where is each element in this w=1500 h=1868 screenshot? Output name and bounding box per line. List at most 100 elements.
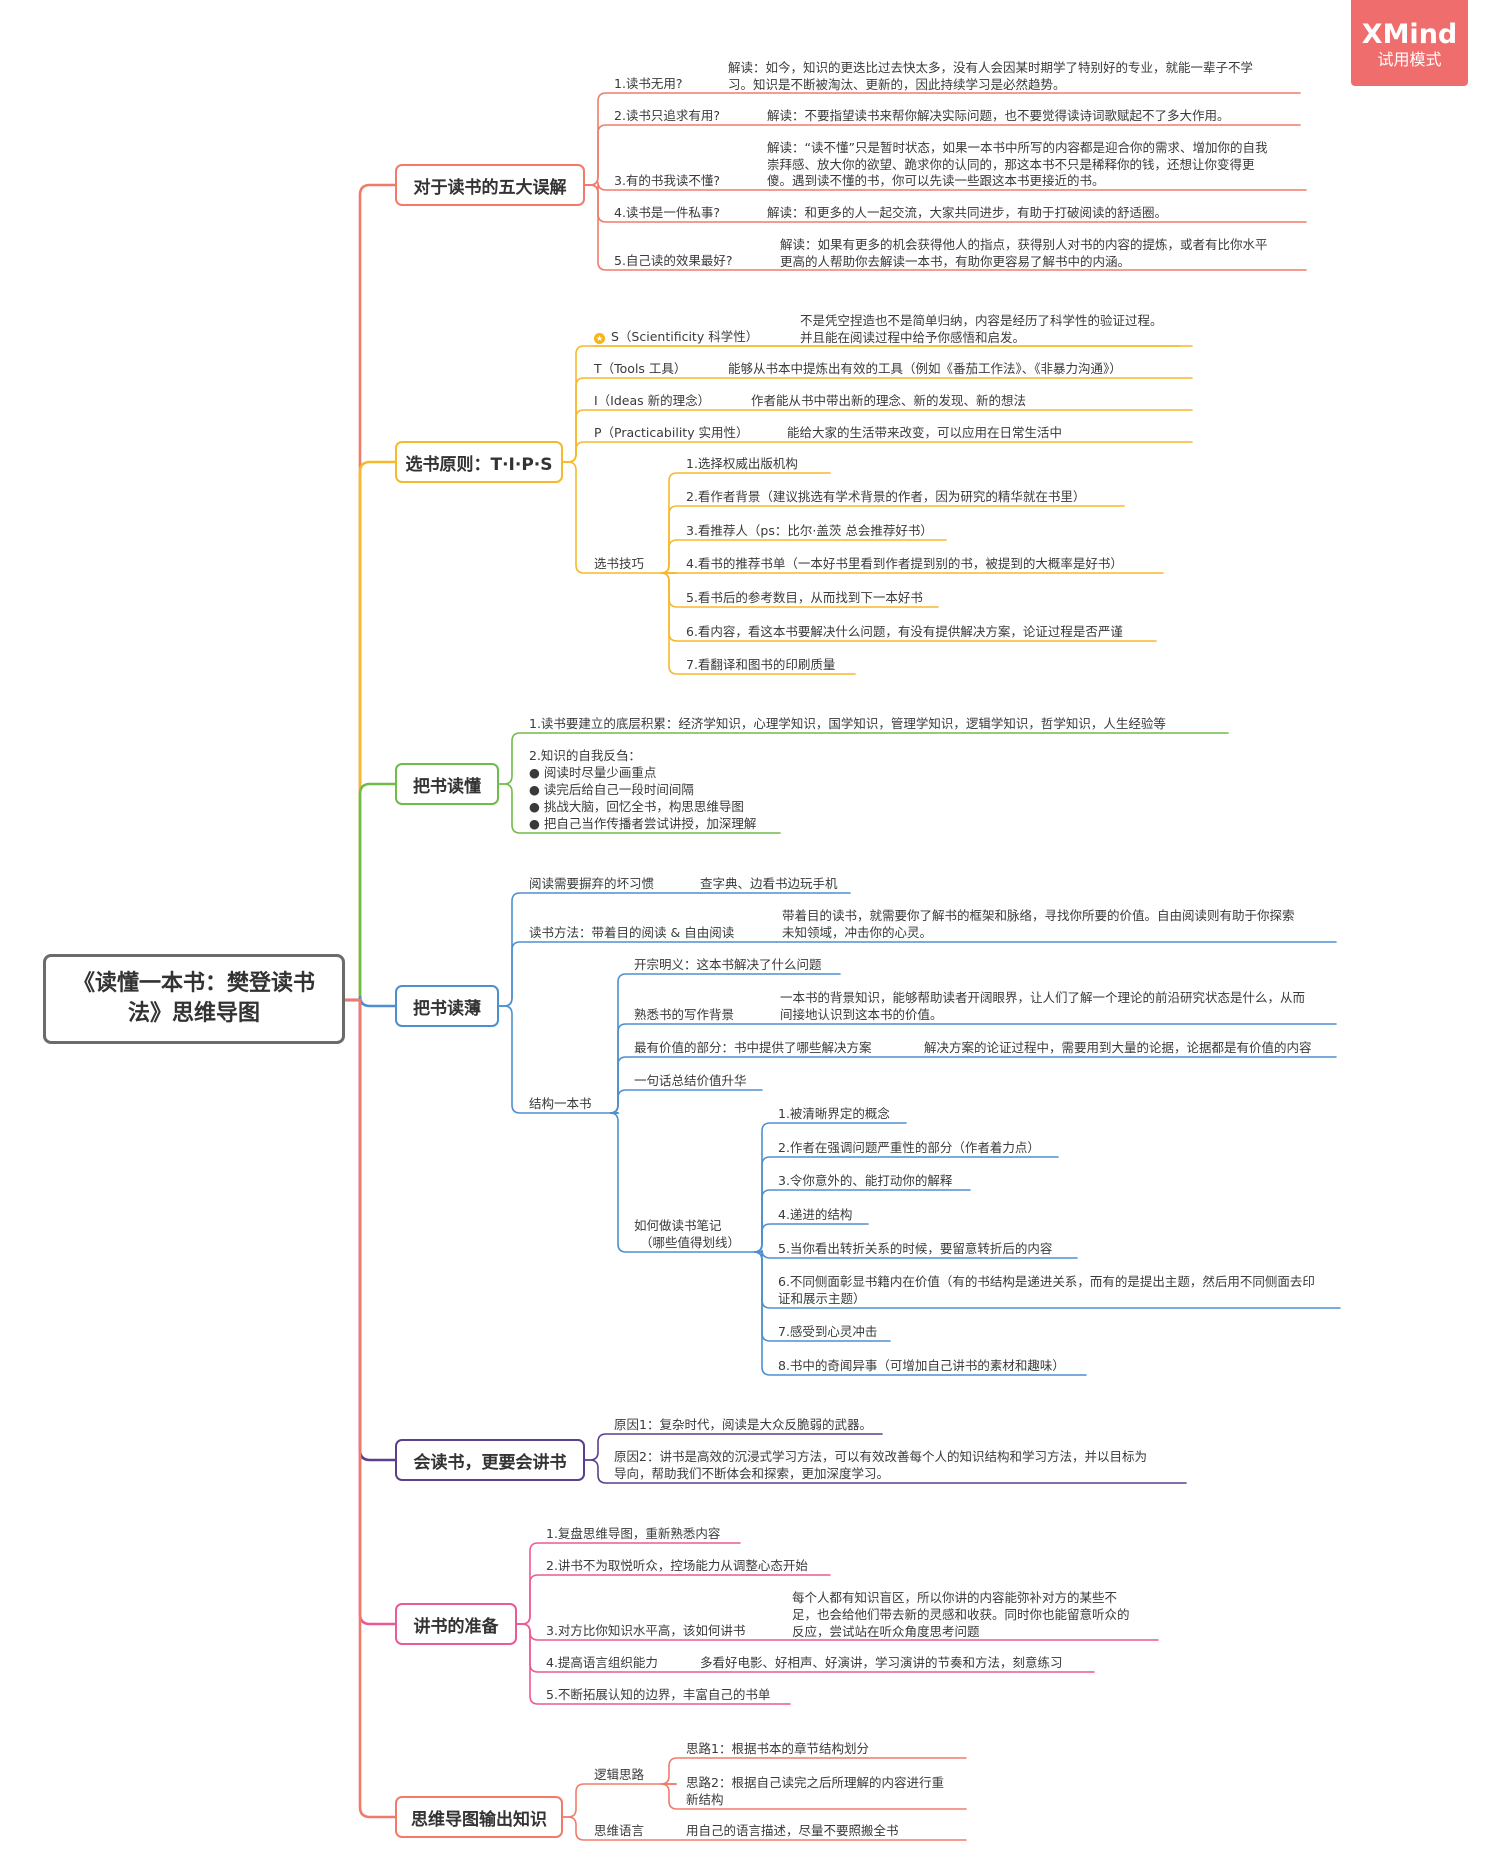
connector-51 bbox=[562, 1816, 967, 1841]
logic-idea-2-line1[interactable]: 思路2：根据自己读完之后所理解的内容进行重 bbox=[686, 1775, 944, 1790]
prep-3[interactable]: 3.对方比你知识水平高，该如何讲书 bbox=[546, 1623, 746, 1638]
reason-2-line1[interactable]: 原因2：讲书是高效的沉浸式学习方法，可以有效改善每个人的知识结构和学习方法，并以… bbox=[614, 1449, 1147, 1464]
tips-i-label[interactable]: I（Ideas 新的理念） bbox=[594, 393, 711, 408]
prep-1[interactable]: 1.复盘思维导图，重新熟悉内容 bbox=[546, 1526, 721, 1541]
note-item-2[interactable]: 2.作者在强调问题严重性的部分（作者着力点） bbox=[778, 1140, 1040, 1155]
understand-k2-title[interactable]: 2.知识的自我反刍： bbox=[529, 748, 641, 763]
understand-k2-bullet-2: ● 读完后给自己一段时间间隔 bbox=[529, 782, 694, 797]
tip-item-7[interactable]: 7.看翻译和图书的印刷质量 bbox=[686, 657, 836, 672]
misunderstanding-3-answer-line3: 傻。遇到读不懂的书，你可以先读一些跟这本书更接近的书。 bbox=[767, 173, 1105, 188]
misunderstanding-2-question[interactable]: 2.读书只追求有用? bbox=[614, 108, 721, 123]
connector-24 bbox=[660, 572, 856, 675]
topic-read-and-present[interactable]: 会读书，更要会讲书 bbox=[395, 1439, 585, 1481]
connector-5 bbox=[343, 998, 397, 1626]
tip-item-1[interactable]: 1.选择权威出版机构 bbox=[686, 456, 798, 471]
connector-15 bbox=[562, 441, 1193, 463]
tip-item-3[interactable]: 3.看推荐人（ps：比尔·盖茨 总会推荐好书） bbox=[686, 523, 933, 538]
connector-2 bbox=[343, 782, 397, 1002]
notes-label-line2: （哪些值得划线） bbox=[640, 1235, 741, 1250]
method-desc-line2: 未知领域，冲击你的心灵。 bbox=[782, 925, 933, 940]
xmind-trial-badge: XMind 试用模式 bbox=[1351, 0, 1468, 86]
reason-1[interactable]: 原因1：复杂时代，阅读是大众反脆弱的武器。 bbox=[614, 1417, 872, 1432]
prep-3-desc-line1: 每个人都有知识盲区，所以你讲的内容能弥补对方的某些不 bbox=[792, 1590, 1118, 1605]
connector-13 bbox=[562, 377, 1193, 463]
note-item-4[interactable]: 4.递进的结构 bbox=[778, 1207, 853, 1222]
prep-4-desc: 多看好电影、好相声、好演讲，学习演讲的节奏和方法，刻意练习 bbox=[700, 1655, 1063, 1670]
note-item-3[interactable]: 3.令你意外的、能打动你的解释 bbox=[778, 1173, 953, 1188]
understand-k1[interactable]: 1.读书要建立的底层积累：经济学知识，心理学知识，国学知识，管理学知识，逻辑学知… bbox=[529, 716, 1166, 731]
tips-s-label[interactable]: ★S（Scientificity 科学性） bbox=[594, 329, 759, 344]
connector-3 bbox=[343, 995, 397, 1008]
root-topic[interactable]: 《读懂一本书：樊登读书 法》思维导图 bbox=[43, 954, 345, 1044]
language-label[interactable]: 思维语言 bbox=[594, 1823, 645, 1838]
understand-k2-bullet-4: ● 把自己当作传播者尝试讲授，加深理解 bbox=[529, 816, 757, 831]
tips-t-label[interactable]: T（Tools 工具） bbox=[594, 361, 687, 376]
tips-p-label[interactable]: P（Practicability 实用性） bbox=[594, 425, 749, 440]
topic-mindmap-output[interactable]: 思维导图输出知识 bbox=[395, 1796, 563, 1838]
method-label[interactable]: 读书方法：带着目的阅读 & 自由阅读 bbox=[529, 925, 735, 940]
misunderstanding-3-answer-line2: 崇拜感、放大你的欲望、跪求你的认同的，那这本书不只是稀释你的钱，还想让你变得更 bbox=[767, 157, 1255, 172]
bad-habits-label[interactable]: 阅读需要摒弃的坏习惯 bbox=[529, 876, 655, 891]
structure-open[interactable]: 开宗明义：这本书解决了什么问题 bbox=[634, 957, 822, 972]
logic-label[interactable]: 逻辑思路 bbox=[594, 1767, 645, 1782]
misunderstanding-5-question[interactable]: 5.自己读的效果最好? bbox=[614, 253, 733, 268]
badge-brand: XMind bbox=[1361, 19, 1458, 50]
prep-4[interactable]: 4.提高语言组织能力 bbox=[546, 1655, 658, 1670]
language-desc: 用自己的语言描述，尽量不要照搬全书 bbox=[686, 1823, 899, 1838]
tips-skills-label[interactable]: 选书技巧 bbox=[594, 556, 645, 571]
prep-2[interactable]: 2.讲书不为取悦听众，控场能力从调整心态开始 bbox=[546, 1558, 808, 1573]
tip-item-2[interactable]: 2.看作者背景（建议挑选有学术背景的作者，因为研究的精华就在书里） bbox=[686, 489, 1086, 504]
connector-1 bbox=[343, 460, 397, 1002]
connector-46 bbox=[516, 1574, 831, 1625]
connector-28 bbox=[498, 941, 1337, 1007]
note-item-8[interactable]: 8.书中的奇闻异事（可增加自己讲书的素材和趣味） bbox=[778, 1358, 1065, 1373]
understand-k2-bullet-3: ● 挑战大脑，回忆全书，构思思维导图 bbox=[529, 799, 744, 814]
root-title-line2: 法》思维导图 bbox=[127, 1001, 260, 1026]
bad-habits-desc: 查字典、边看书边玩手机 bbox=[700, 876, 838, 891]
structure-background-label[interactable]: 熟悉书的写作背景 bbox=[634, 1007, 735, 1022]
misunderstanding-3-answer-line1: 解读：“读不懂”只是暂时状态，如果一本书中所写的内容都是迎合你的需求、增加你的自… bbox=[767, 140, 1268, 155]
note-item-1[interactable]: 1.被清晰界定的概念 bbox=[778, 1106, 890, 1121]
prep-5[interactable]: 5.不断拓展认知的边界，丰富自己的书单 bbox=[546, 1687, 771, 1702]
note-item-5[interactable]: 5.当你看出转折关系的时候，要留意转折后的内容 bbox=[778, 1241, 1053, 1256]
connector-44 bbox=[584, 1459, 1187, 1484]
tip-item-4[interactable]: 4.看书的推荐书单（一本好书里看到作者提到别的书，被提到的大概率是好书） bbox=[686, 556, 1123, 571]
topic-thin-the-book[interactable]: 把书读薄 bbox=[395, 985, 499, 1027]
topic-understand-book[interactable]: 把书读懂 bbox=[395, 763, 499, 805]
understand-k2-bullet-1: ● 阅读时尽量少画重点 bbox=[529, 765, 657, 780]
connector-33 bbox=[609, 1089, 763, 1114]
misunderstanding-3-question[interactable]: 3.有的书我读不懂? bbox=[614, 173, 721, 188]
note-item-6-line1[interactable]: 6.不同侧面彰显书籍内在价值（有的书结构是递进关系，而有的是提出主题，然后用不同… bbox=[778, 1274, 1315, 1289]
structure-value-label[interactable]: 最有价值的部分：书中提供了哪些解决方案 bbox=[634, 1040, 872, 1055]
connector-34 bbox=[609, 1112, 763, 1253]
note-item-7[interactable]: 7.感受到心灵冲击 bbox=[778, 1324, 878, 1339]
tip-item-6[interactable]: 6.看内容，看这本书要解决什么问题，有没有提供解决方案，论证过程是否严谨 bbox=[686, 624, 1123, 639]
notes-label-line1[interactable]: 如何做读书笔记 bbox=[634, 1218, 722, 1233]
connector-50 bbox=[562, 1783, 677, 1818]
structure-value-desc: 解决方案的论证过程中，需要用到大量的论据，论据都是有价值的内容 bbox=[924, 1040, 1312, 1055]
misunderstanding-5-answer-line1: 解读：如果有更多的机会获得他人的指点，获得别人对书的内容的提炼，或者有比你水平 bbox=[780, 237, 1268, 252]
connector-43 bbox=[584, 1433, 883, 1461]
topic-presentation-prep[interactable]: 讲书的准备 bbox=[395, 1603, 517, 1645]
tips-s-desc-line1: 不是凭空捏造也不是简单归纳，内容是经历了科学性的验证过程。 bbox=[800, 313, 1163, 328]
logic-idea-1[interactable]: 思路1：根据书本的章节结构划分 bbox=[686, 1741, 869, 1756]
connector-26 bbox=[498, 783, 781, 834]
topic-book-selection-tips[interactable]: 选书原则：T·I·P·S bbox=[395, 441, 563, 483]
connector-8 bbox=[584, 124, 1301, 186]
topic-five-misunderstandings[interactable]: 对于读书的五大误解 bbox=[395, 164, 585, 206]
structure-background-desc-line1: 一本书的背景知识，能够帮助读者开阔眼界，让人们了解一个理论的前沿研究状态是什么，… bbox=[780, 990, 1306, 1005]
structure-label[interactable]: 结构一本书 bbox=[529, 1096, 592, 1111]
misunderstanding-1-question[interactable]: 1.读书无用? bbox=[614, 76, 683, 91]
tips-i-desc: 作者能从书中带出新的理念、新的发现、新的想法 bbox=[751, 393, 1027, 408]
connector-11 bbox=[584, 184, 1307, 271]
misunderstanding-5-answer-line2: 更高的人帮助你去解读一本书，有助你更容易了解书中的内涵。 bbox=[780, 254, 1131, 269]
method-desc-line1: 带着目的读书，就需要你了解书的框架和脉络，寻找你所要的价值。自由阅读则有助于你探… bbox=[782, 908, 1295, 923]
connector-29 bbox=[498, 1005, 619, 1114]
misunderstanding-4-question[interactable]: 4.读书是一件私事? bbox=[614, 205, 721, 220]
structure-summary[interactable]: 一句话总结价值升华 bbox=[634, 1073, 747, 1088]
misunderstanding-1-answer-line1: 解读：如今，知识的更迭比过去快太多，没有人会因某时期学了特别好的专业，就能一辈子… bbox=[728, 60, 1254, 75]
tips-p-desc: 能给大家的生活带来改变，可以应用在日常生活中 bbox=[787, 425, 1063, 440]
tip-item-5[interactable]: 5.看书后的参考数目，从而找到下一本好书 bbox=[686, 590, 923, 605]
